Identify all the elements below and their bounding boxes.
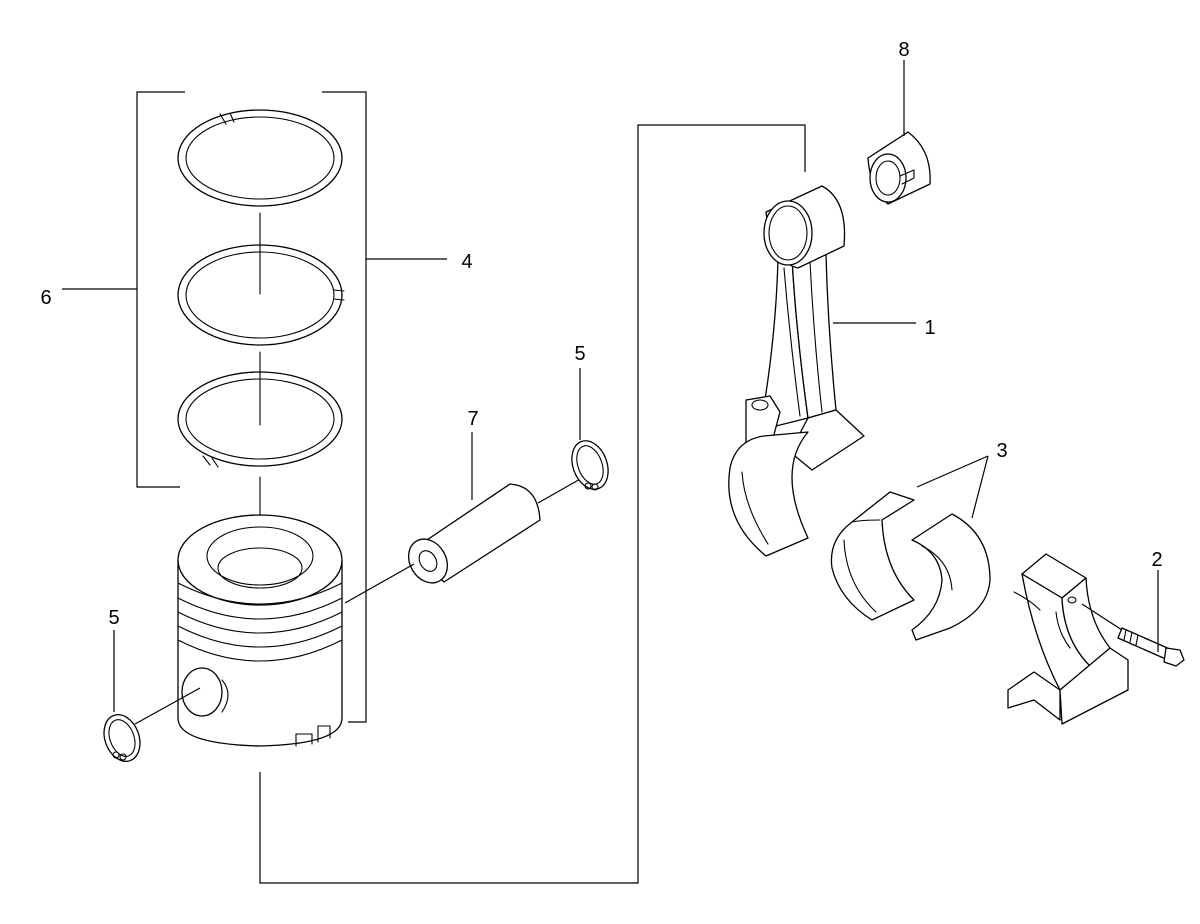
callout-5-left: 5 bbox=[108, 607, 119, 629]
callout-7: 7 bbox=[467, 408, 478, 430]
bearing-shell-upper bbox=[830, 491, 915, 621]
circlip-left bbox=[103, 630, 201, 762]
assembly-connector-lines bbox=[259, 124, 806, 884]
piston bbox=[177, 514, 343, 747]
rod-bolt bbox=[1081, 570, 1185, 667]
circlip-right bbox=[571, 368, 609, 491]
callout-8: 8 bbox=[898, 39, 909, 61]
callout-2: 2 bbox=[1151, 549, 1162, 571]
piston-ring-middle bbox=[177, 244, 345, 346]
callout-labels: 8 4 6 1 5 7 3 2 5 bbox=[40, 39, 1162, 629]
callout-1: 1 bbox=[924, 317, 935, 339]
piston-ring-top bbox=[177, 109, 343, 207]
callout-3: 3 bbox=[996, 440, 1007, 462]
ring-set-bracket bbox=[62, 91, 185, 488]
callout-5-right: 5 bbox=[574, 343, 585, 365]
callout-4: 4 bbox=[461, 251, 472, 273]
piston-assembly-bracket bbox=[322, 91, 447, 723]
small-end-bushing bbox=[867, 60, 931, 205]
connecting-rod bbox=[728, 185, 916, 557]
bearing-shell-lower bbox=[911, 455, 991, 641]
connecting-rod-cap bbox=[1007, 553, 1129, 725]
callout-6: 6 bbox=[40, 287, 51, 309]
piston-pin bbox=[344, 432, 583, 604]
